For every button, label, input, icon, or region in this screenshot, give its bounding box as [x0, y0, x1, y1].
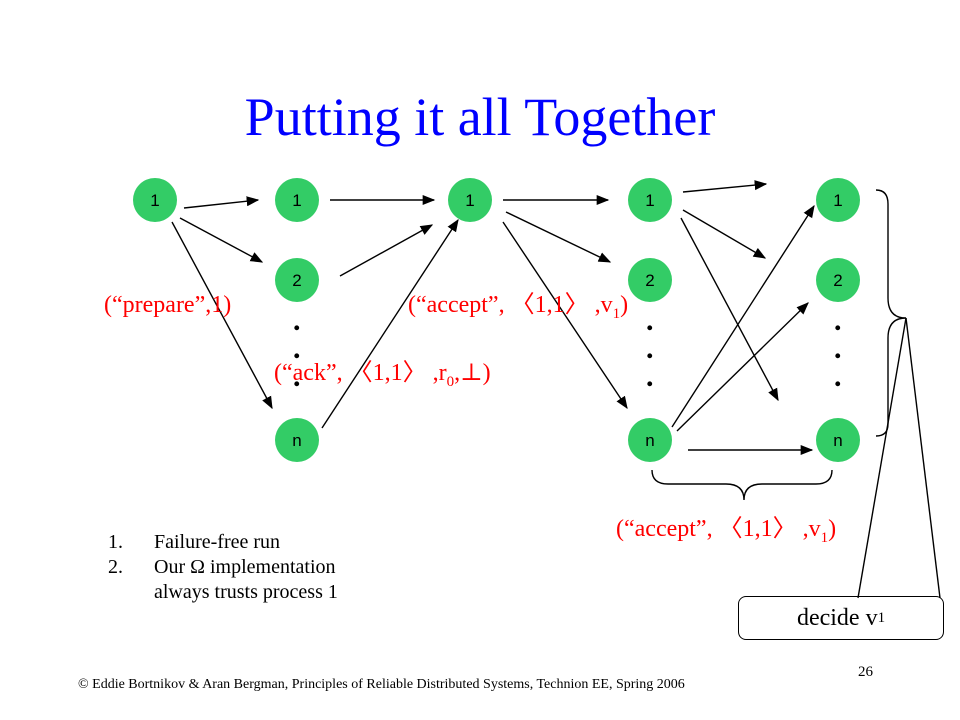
brackets — [651, 189, 941, 599]
page-number: 26 — [858, 664, 873, 680]
notes-list: 1. Failure-free run 2. Our Ω implementat… — [108, 530, 338, 605]
node-col5-2: 2 — [816, 258, 860, 302]
arrow-bcast-1-n — [680, 217, 779, 402]
svg-text:n: n — [292, 431, 301, 450]
arrow-prepare-1 — [183, 196, 260, 209]
arrow-bcast-1-2 — [682, 209, 767, 259]
brace-to-box-left — [857, 317, 907, 599]
svg-text:.: . — [834, 332, 842, 365]
slide-title: Putting it all Together — [244, 87, 716, 147]
arrow-bcast-n-1 — [671, 204, 815, 428]
node-col1-1: 1 — [133, 178, 177, 222]
bottom-brace — [651, 469, 833, 501]
ellipsis-col4: . . . — [646, 304, 654, 393]
accept-message-label-bottom: (“accept”, 〈1,1〉 ,v1) — [616, 516, 836, 546]
arrow-prepare-2 — [179, 217, 264, 263]
svg-text:n: n — [833, 431, 842, 450]
note-item: 2. Our Ω implementation — [108, 556, 336, 578]
node-col5-1: 1 — [816, 178, 860, 222]
svg-text:1: 1 — [292, 191, 301, 210]
accept-message-label-top: (“accept”, 〈1,1〉 ,v1) — [408, 292, 628, 322]
node-col2-1: 1 — [275, 178, 319, 222]
svg-text:1: 1 — [645, 191, 654, 210]
node-col5-n: n — [816, 418, 860, 462]
svg-text:1: 1 — [833, 191, 842, 210]
svg-text:.: . — [293, 304, 301, 337]
arrow-accept-n — [502, 221, 628, 410]
svg-text:n: n — [645, 431, 654, 450]
arrow-ack-n — [321, 218, 459, 429]
svg-text:2: 2 — [292, 271, 301, 290]
svg-text:1: 1 — [465, 191, 474, 210]
svg-text:.: . — [646, 360, 654, 393]
svg-text:.: . — [293, 332, 301, 365]
right-brace — [875, 189, 907, 437]
node-col2-2: 2 — [275, 258, 319, 302]
svg-text:.: . — [293, 360, 301, 393]
svg-text:2: 2 — [645, 271, 654, 290]
svg-text:.: . — [646, 304, 654, 337]
svg-text:.: . — [834, 360, 842, 393]
svg-text:.: . — [646, 332, 654, 365]
node-col3-1: 1 — [448, 178, 492, 222]
node-col4-n: n — [628, 418, 672, 462]
note-item: 1. Failure-free run — [108, 531, 281, 553]
node-col4-2: 2 — [628, 258, 672, 302]
ack-message-label: (“ack”, 〈1,1〉 ,r0,⊥) — [274, 360, 491, 390]
ellipsis-col2: . . . — [293, 304, 301, 393]
arrow-prepare-n — [171, 221, 273, 410]
node-col4-1: 1 — [628, 178, 672, 222]
arrow-ack-2 — [339, 224, 434, 277]
svg-text:2: 2 — [833, 271, 842, 290]
svg-text:.: . — [834, 304, 842, 337]
svg-text:1: 1 — [150, 191, 159, 210]
arrow-bcast-1-1 — [682, 180, 768, 193]
note-item-continuation: always trusts process 1 — [154, 581, 338, 603]
brace-to-box-right — [905, 317, 941, 599]
arrow-accept-2 — [505, 211, 612, 263]
copyright-footer: © Eddie Bortnikov & Aran Bergman, Princi… — [78, 677, 685, 692]
node-col2-n: n — [275, 418, 319, 462]
message-arrows — [171, 180, 815, 456]
prepare-message-label: (“prepare”,1) — [104, 292, 231, 318]
arrow-bcast-n-2 — [676, 302, 809, 432]
ellipsis-col5: . . . — [834, 304, 842, 393]
